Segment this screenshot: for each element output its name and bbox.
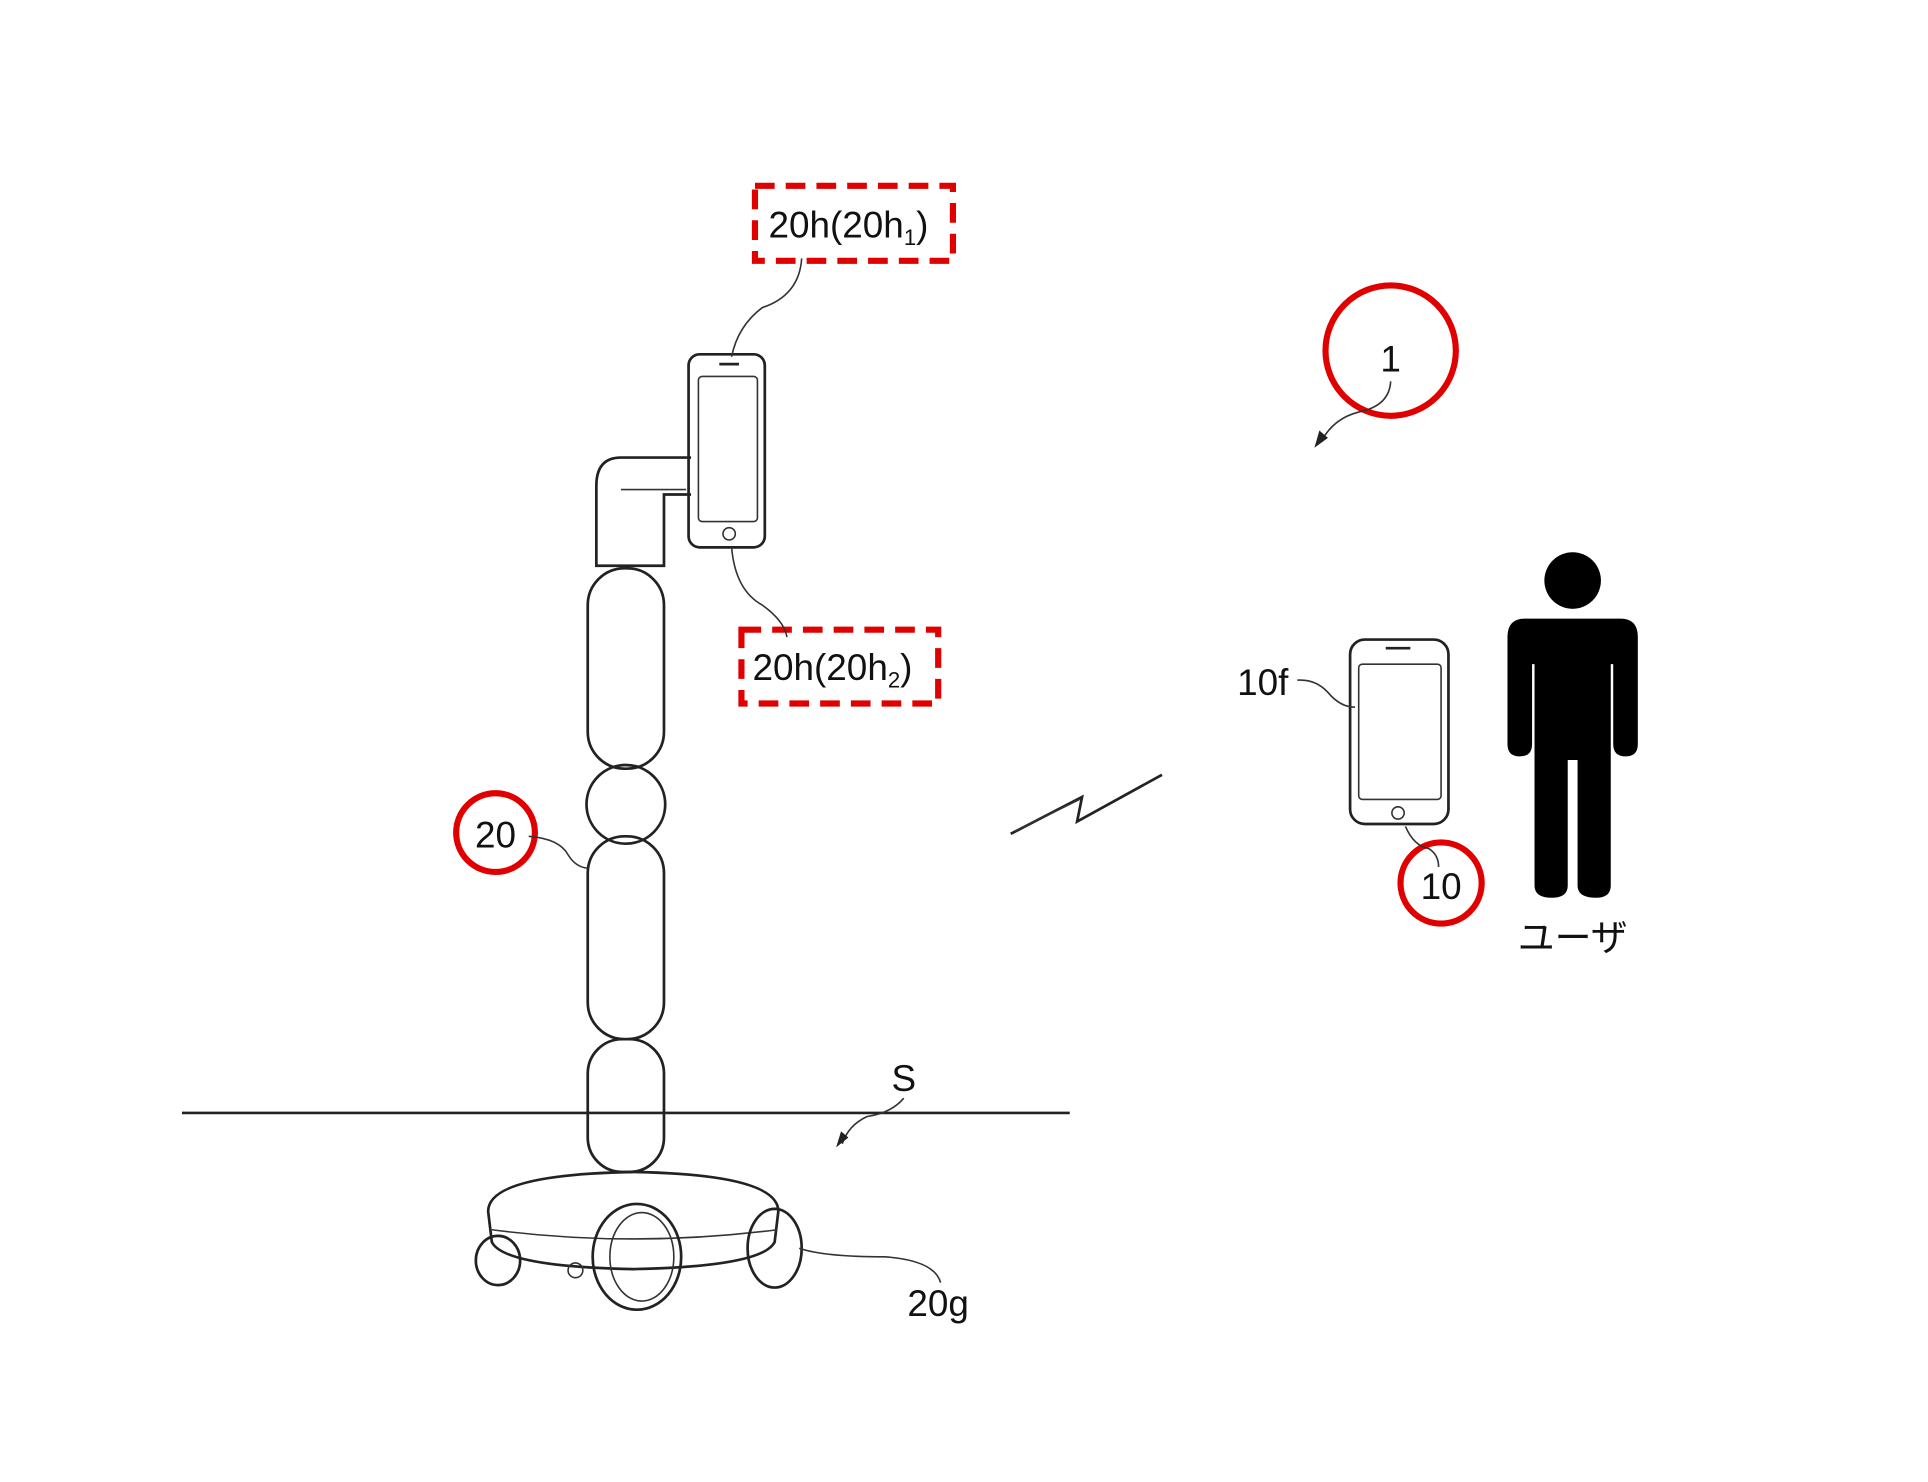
user-terminal-phone [1348, 638, 1450, 826]
label-head-top: 20h(20h1) [768, 204, 928, 249]
label-user-terminal-face: 10f [1237, 662, 1289, 703]
highlight-circle-robot [453, 790, 538, 876]
label-box-head-bottom [738, 626, 942, 707]
label-head-bottom: 20h(20h2) [753, 647, 913, 692]
robot-caster [474, 1234, 522, 1287]
robot-base [486, 1170, 780, 1271]
robot-elbow-arm [594, 456, 692, 568]
wireless-signal-icon [1010, 773, 1163, 836]
highlight-circle-system [1322, 282, 1459, 419]
label-robot: 20 [475, 814, 516, 855]
highlight-circle-user-terminal [1397, 839, 1485, 927]
label-system: 1 [1380, 339, 1401, 380]
label-box-head-top [751, 182, 957, 264]
robot-right-wheel [746, 1207, 804, 1289]
arrow-head-system [1314, 430, 1328, 448]
robot-main-wheel [591, 1202, 683, 1312]
label-user-terminal: 10 [1421, 866, 1462, 907]
robot [474, 352, 804, 1312]
label-base: 20g [907, 1283, 969, 1324]
label-floor: S [891, 1058, 916, 1099]
robot-segment-upper [586, 566, 666, 771]
robot-segment-lower [586, 1037, 666, 1174]
label-user: ユーザ [1518, 918, 1628, 959]
robot-head-phone [687, 352, 767, 549]
user-person-icon [1507, 552, 1638, 898]
robot-joint-sphere [585, 763, 667, 846]
arrow-head-floor [836, 1131, 849, 1148]
robot-segment-middle [586, 834, 666, 1041]
